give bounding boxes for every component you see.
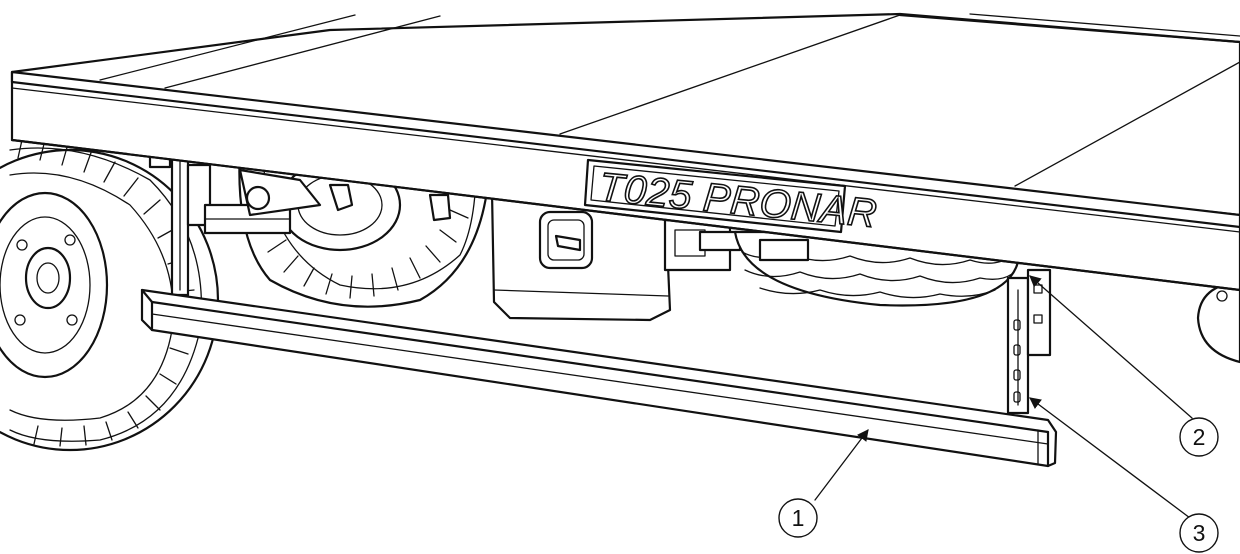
underrun-guard-bar <box>140 288 1058 468</box>
callout-1: 1 <box>778 498 818 538</box>
leader-2 <box>1029 275 1193 419</box>
callout-label-1: 1 <box>792 505 805 531</box>
chassis-left <box>148 148 452 297</box>
toolbox <box>490 190 742 322</box>
callout-label-3: 3 <box>1193 520 1206 546</box>
right-wheel-fragment <box>1196 280 1240 364</box>
right-bracket <box>1006 268 1052 415</box>
callout-2: 2 <box>1179 417 1219 457</box>
callout-label-2: 2 <box>1193 424 1206 450</box>
leader-1 <box>814 429 869 501</box>
callout-3: 3 <box>1179 513 1219 553</box>
leader-3 <box>1029 397 1191 519</box>
callout-leaders <box>814 275 1193 519</box>
